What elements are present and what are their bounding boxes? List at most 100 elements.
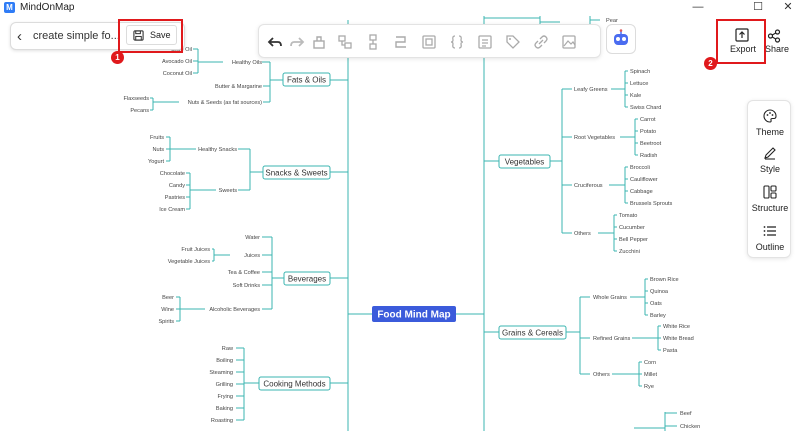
tag-icon[interactable] — [505, 34, 521, 50]
subnode-cooking-method[interactable]: Grilling — [216, 382, 233, 388]
redo-icon[interactable] — [289, 34, 305, 50]
export-button[interactable]: Export — [724, 22, 762, 60]
leaf-node[interactable]: Spirits — [158, 319, 174, 325]
structure-button[interactable]: Structure — [748, 183, 792, 219]
branch-node-vegetables[interactable]: Vegetables — [505, 158, 545, 167]
subnode-vegetable[interactable]: Cruciferous — [574, 183, 603, 189]
subnode-nuts-seeds[interactable]: Nuts & Seeds (as fat sources) — [188, 100, 262, 106]
leaf-node[interactable]: Cauliflower — [630, 177, 658, 183]
subnode-beverage[interactable]: Tea & Coffee — [228, 270, 260, 276]
leaf-node[interactable]: Barley — [650, 313, 666, 319]
subnode-beverage[interactable]: Water — [245, 235, 260, 241]
branch-node-cooking-methods[interactable]: Cooking Methods — [263, 380, 325, 389]
leaf-node[interactable]: Lettuce — [630, 81, 648, 87]
style-button[interactable]: Style — [748, 144, 792, 180]
leaf-node[interactable]: Vegetable Juices — [168, 259, 210, 265]
leaf-node[interactable]: Brown Rice — [650, 277, 679, 283]
subnode-grain[interactable]: Others — [593, 372, 610, 378]
leaf-node[interactable]: Beetroot — [640, 141, 662, 147]
leaf-node[interactable]: Fruits — [150, 135, 164, 141]
back-arrow-icon[interactable]: ‹ — [17, 28, 22, 45]
leaf-node[interactable]: Avocado Oil — [162, 59, 192, 65]
leaf-node[interactable]: Pear — [606, 18, 618, 24]
leaf-node[interactable]: Oats — [650, 301, 662, 307]
maximize-button[interactable]: ☐ — [753, 1, 763, 13]
document-name[interactable]: create simple fo... — [33, 30, 120, 42]
leaf-node[interactable]: Spinach — [630, 69, 650, 75]
leaf-node[interactable]: Flaxseeds — [124, 96, 150, 102]
leaf-node[interactable]: White Bread — [663, 336, 694, 342]
close-button[interactable]: ✕ — [783, 1, 793, 13]
leaf-node[interactable]: Chocolate — [160, 171, 185, 177]
subnode-beverage[interactable]: Alcoholic Beverages — [209, 307, 260, 313]
leaf-node[interactable]: Candy — [169, 183, 185, 189]
leaf-node[interactable]: Tomato — [619, 213, 637, 219]
outline-button[interactable]: Outline — [748, 222, 792, 258]
leaf-node[interactable]: Radish — [640, 153, 657, 159]
leaf-node[interactable]: White Rice — [663, 324, 690, 330]
leaf-node[interactable]: Broccoli — [630, 165, 650, 171]
leaf-node[interactable]: Brussels Sprouts — [630, 201, 672, 207]
leaf-node[interactable]: Corn — [644, 360, 656, 366]
leaf-node[interactable]: Cabbage — [630, 189, 653, 195]
root-node[interactable]: Food Mind Map — [377, 310, 450, 321]
leaf-node[interactable]: Millet — [644, 372, 657, 378]
subnode-cooking-method[interactable]: Boiling — [216, 358, 233, 364]
leaf-node[interactable]: Nuts — [152, 147, 164, 153]
subnode-vegetable[interactable]: Root Vegetables — [574, 135, 615, 141]
subnode-cooking-method[interactable]: Baking — [216, 406, 233, 412]
subnode-cooking-method[interactable]: Frying — [217, 394, 233, 400]
share-button[interactable]: Share — [764, 22, 790, 60]
leaf-node[interactable]: Cucumber — [619, 225, 645, 231]
summary-icon[interactable] — [421, 34, 437, 50]
subnode-beverage[interactable]: Soft Drinks — [233, 283, 261, 289]
subnode-cooking-method[interactable]: Steaming — [209, 370, 233, 376]
branch-node-beverages[interactable]: Beverages — [288, 275, 326, 284]
subnode-butter-margarine[interactable]: Butter & Margarine — [215, 84, 262, 90]
subnode-grain[interactable]: Whole Grains — [593, 295, 627, 301]
branch-node-snacks-sweets[interactable]: Snacks & Sweets — [265, 169, 327, 178]
leaf-node[interactable]: Rye — [644, 384, 654, 390]
subnode-cooking-method[interactable]: Roasting — [211, 418, 233, 424]
image-icon[interactable] — [561, 34, 577, 50]
leaf-node[interactable]: Beer — [162, 295, 174, 301]
leaf-node[interactable]: Ice Cream — [159, 207, 185, 213]
leaf-node[interactable]: Kale — [630, 93, 641, 99]
format-painter-icon[interactable] — [311, 34, 327, 50]
leaf-node[interactable]: Bell Pepper — [619, 237, 648, 243]
braces-icon[interactable] — [449, 34, 465, 50]
add-subnode-icon[interactable] — [337, 34, 353, 50]
leaf-node[interactable]: Swiss Chard — [630, 105, 661, 111]
leaf-node[interactable]: Zucchini — [619, 249, 640, 255]
link-icon[interactable] — [533, 34, 549, 50]
subnode-vegetable[interactable]: Leafy Greens — [574, 87, 608, 93]
leaf-node[interactable]: Pecans — [130, 108, 149, 114]
leaf-node[interactable]: Chicken — [680, 424, 700, 430]
undo-icon[interactable] — [267, 34, 283, 50]
leaf-node[interactable]: Fruit Juices — [181, 247, 210, 253]
theme-button[interactable]: Theme — [748, 107, 792, 143]
leaf-node[interactable]: Beef — [680, 411, 692, 417]
add-sibling-node-icon[interactable] — [365, 34, 381, 50]
subnode-healthy-snacks[interactable]: Healthy Snacks — [198, 147, 237, 153]
leaf-node[interactable]: Coconut Oil — [163, 71, 192, 77]
leaf-node[interactable]: Potato — [640, 129, 656, 135]
subnode-beverage[interactable]: Juices — [244, 253, 260, 259]
leaf-node[interactable]: Pasta — [663, 348, 678, 354]
leaf-node[interactable]: Yogurt — [148, 159, 164, 165]
subnode-cooking-method[interactable]: Raw — [222, 346, 234, 352]
leaf-node[interactable]: Wine — [161, 307, 174, 313]
leaf-node[interactable]: Pastries — [165, 195, 185, 201]
save-button[interactable]: Save — [126, 25, 177, 45]
ai-assistant-button[interactable] — [606, 24, 636, 54]
subnode-sweets[interactable]: Sweets — [219, 188, 238, 194]
subnode-healthy-oils[interactable]: Healthy Oils — [232, 60, 262, 66]
leaf-node[interactable]: Carrot — [640, 117, 656, 123]
leaf-node[interactable]: Quinoa — [650, 289, 669, 295]
branch-node-fats-oils[interactable]: Fats & Oils — [287, 76, 326, 85]
minimize-button[interactable]: — — [692, 1, 704, 13]
note-icon[interactable] — [477, 34, 493, 50]
relation-line-icon[interactable] — [393, 34, 409, 50]
root-node-box[interactable] — [372, 306, 456, 322]
